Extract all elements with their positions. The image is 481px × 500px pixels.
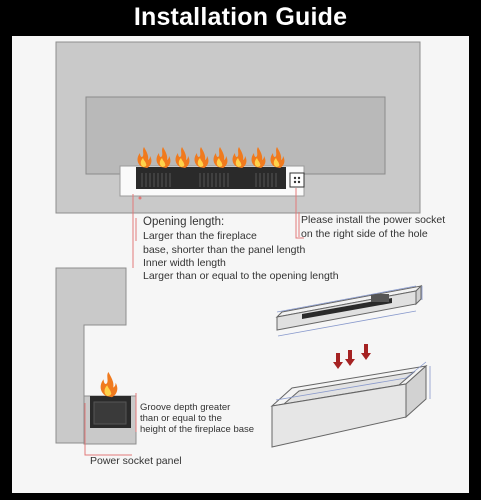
opening-length-line2: base, shorter than the panel length — [143, 244, 306, 256]
burner-vents — [141, 173, 277, 187]
opening-length-line1: Larger than the fireplace — [143, 230, 257, 242]
groove-depth-line1: Groove depth greater — [140, 402, 231, 413]
diagram-canvas: Opening length: Larger than the fireplac… — [12, 36, 469, 493]
groove-depth-line2: than or equal to the — [140, 413, 222, 424]
groove-dimension-lines — [275, 361, 431, 401]
socket-note-line1: Please install the power socket — [301, 214, 446, 226]
insert-unit — [275, 284, 423, 331]
power-socket-panel-label: Power socket panel — [90, 455, 182, 467]
opening-length-heading: Opening length: — [143, 216, 225, 228]
flame-icon — [100, 372, 118, 398]
inner-width-line2: Larger than or equal to the opening leng… — [143, 270, 339, 282]
installation-diagram — [55, 41, 431, 456]
socket-note-line2: on the right side of the hole — [301, 228, 428, 240]
inner-width-line1: Inner width length — [143, 257, 226, 269]
page-title: Installation Guide — [133, 2, 348, 31]
burner-body — [136, 167, 286, 189]
callout-dot — [138, 196, 142, 200]
side-wall — [55, 267, 127, 444]
power-socket-icon — [289, 172, 305, 188]
groove-depth-line3: height of the fireplace base — [140, 424, 255, 435]
down-arrow-icon — [333, 344, 371, 369]
callout-lines-top — [132, 188, 304, 268]
insert-dimension-lines — [276, 285, 423, 337]
callout-lines-side — [84, 393, 137, 456]
side-burner-inner — [93, 401, 127, 425]
